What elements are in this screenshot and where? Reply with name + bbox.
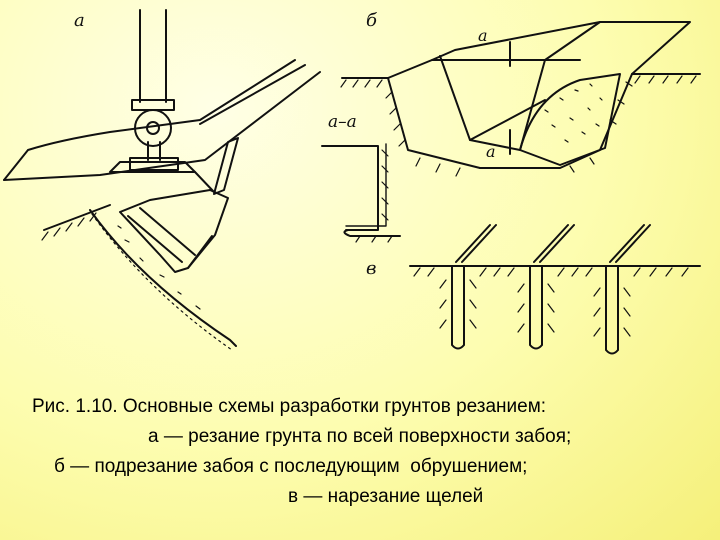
panel-a-label: а <box>74 10 85 31</box>
caption-item-b: б — подрезание забоя с последующим обруш… <box>54 456 528 477</box>
panel-b-undercut <box>340 21 701 177</box>
section-mark-top-label: а <box>478 26 488 45</box>
panel-b-label: б <box>366 10 377 31</box>
panel-v-label: в <box>366 258 377 279</box>
caption-item-v: в — нарезание щелей <box>288 486 484 507</box>
section-a-a <box>321 143 401 243</box>
panel-a-excavator <box>3 9 321 351</box>
figure-caption: Рис. 1.10. Основные схемы разработки гру… <box>20 392 700 512</box>
caption-title: Рис. 1.10. Основные схемы разработки гру… <box>32 396 547 417</box>
section-a-a-label: а–а <box>328 112 357 132</box>
diagram-canvas <box>3 9 701 355</box>
section-mark-bottom-label: а <box>486 142 496 161</box>
caption-item-a: а — резание грунта по всей поверхности з… <box>148 426 572 447</box>
panel-v-slots <box>409 224 701 355</box>
